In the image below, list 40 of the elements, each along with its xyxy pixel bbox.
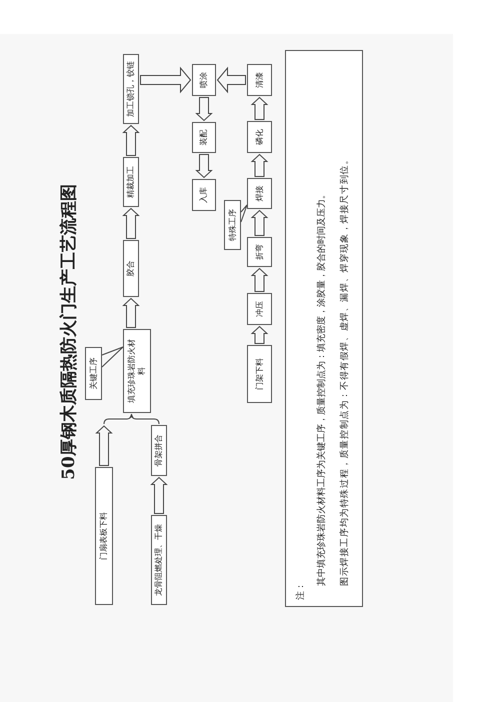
process-box: 磷化 xyxy=(247,121,272,153)
block-arrow xyxy=(250,268,268,292)
process-box: 喷涂 xyxy=(192,64,216,96)
block-arrow xyxy=(122,208,140,239)
process-box: 清漆 xyxy=(247,64,272,96)
process-box: 冲压 xyxy=(247,293,272,325)
block-arrow xyxy=(250,210,268,236)
process-box: 填充珍珠岩防火材料 xyxy=(123,329,151,413)
block-arrow xyxy=(250,154,268,177)
process-box: 加工锁孔，铰链 xyxy=(123,54,139,124)
title: 50厚钢木质隔热防火门生产工艺流程图 xyxy=(58,183,80,482)
note-text: 其中填充珍珠岩防火材料工序为关键工序，质量控制点为：填充密度，涂胶量，胶合的时间及压力。 xyxy=(317,190,328,586)
block-arrow xyxy=(250,96,268,120)
process-box: 骨架拼合 xyxy=(151,425,167,476)
callout-box: 特殊工序 xyxy=(224,200,241,250)
process-box: 焊接 xyxy=(247,178,272,209)
process-box: 精裁加工 xyxy=(123,157,139,207)
process-box: 龙骨阻燃处理、干燥 xyxy=(151,515,167,605)
block-arrow xyxy=(150,476,168,514)
callout-box: 关键工序 xyxy=(85,347,102,400)
curly-brace xyxy=(131,414,160,424)
note-box xyxy=(285,50,363,607)
block-arrow xyxy=(122,124,140,156)
block-arrow xyxy=(216,66,246,94)
process-box: 门架下料 xyxy=(247,345,272,403)
callout-pointer xyxy=(102,346,124,368)
callout-pointer xyxy=(240,204,248,222)
process-box: 胶合 xyxy=(123,240,139,297)
block-arrow xyxy=(122,298,140,328)
note-text: 图示焊接工序均为特殊过程，质量控制点为：不得有假焊、虚焊、漏焊、焊穿现象，焊接尺寸到位。 xyxy=(340,154,351,586)
block-arrow xyxy=(96,414,134,466)
block-arrow xyxy=(195,154,213,178)
process-box: 折弯 xyxy=(247,237,272,267)
process-box: 装配 xyxy=(192,122,216,153)
process-box: 入库 xyxy=(192,179,216,211)
note-heading: 注： xyxy=(296,582,307,600)
block-arrow xyxy=(250,326,268,344)
block-arrow xyxy=(195,97,213,122)
process-box: 门扇表板下料 xyxy=(95,467,113,605)
block-arrow xyxy=(140,66,192,94)
